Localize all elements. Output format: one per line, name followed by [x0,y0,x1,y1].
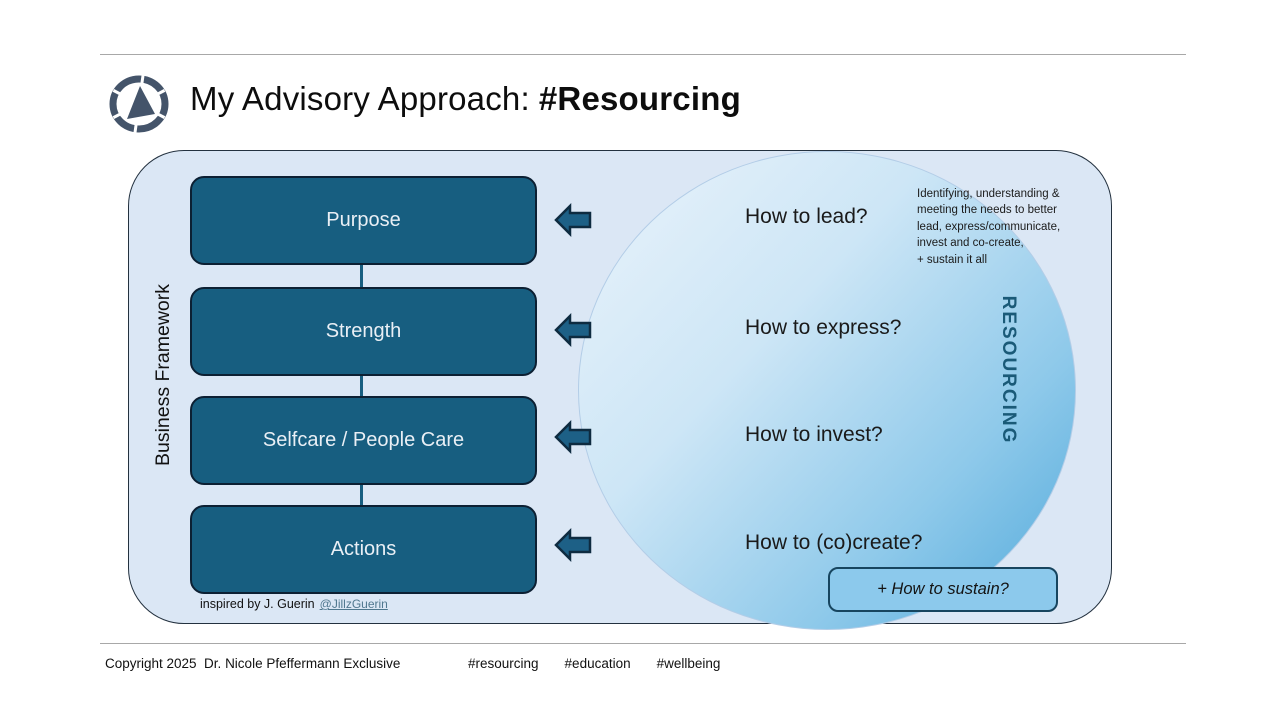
question-lead: How to lead? [745,205,868,228]
note-line: invest and co-create, [917,237,1024,250]
left-arrow-icon [554,202,592,238]
copyright-text: Copyright 2025 Dr. Nicole Pfeffermann Ex… [105,656,401,671]
note-line: Identifying, understanding & [917,188,1060,200]
framework-box-actions: Actions [190,505,537,594]
resourcing-label: RESOURCING [998,295,1019,445]
framework-box-purpose: Purpose [190,176,537,265]
note-line: meeting the needs to better [917,204,1058,217]
footer-hashtags: #resourcing #education #wellbeing [468,656,720,671]
credit-link[interactable]: @JillzGuerin [319,597,388,611]
top-divider [100,54,1186,55]
hashtag-resourcing: #resourcing [468,656,539,671]
left-arrow-icon [554,527,592,563]
hashtag-wellbeing: #wellbeing [656,656,721,671]
page-title-bold: #Resourcing [538,80,741,117]
question-invest: How to invest? [745,423,883,446]
question-express: How to express? [745,316,902,339]
framework-box-selfcare: Selfcare / People Care [190,396,537,485]
page-title-regular: My Advisory Approach: [190,80,530,117]
connector-line [360,479,363,507]
note-line: lead, express/communicate, [917,220,1061,233]
compass-icon [109,75,169,133]
question-cocreate: How to (co)create? [745,531,923,554]
hashtag-education: #education [564,656,631,671]
left-arrow-icon [554,419,592,455]
credit-text: inspired by J. Guerin [200,597,315,611]
connector-line [360,370,363,398]
footer-divider [100,643,1186,644]
sustain-box: + How to sustain? [828,567,1058,612]
credit-line: inspired by J. Guerin @JillzGuerin [200,597,388,611]
note-text: Identifying, understanding & meeting the… [917,186,1102,268]
business-framework-label: Business Framework [152,283,174,467]
resourcing-circle [578,151,1076,630]
sustain-label: + How to sustain? [877,580,1009,598]
framework-box-strength: Strength [190,287,537,376]
connector-line [360,260,363,289]
left-arrow-icon [554,312,592,348]
note-line: + sustain it all [917,253,987,266]
page-title: My Advisory Approach:#Resourcing [190,80,741,118]
